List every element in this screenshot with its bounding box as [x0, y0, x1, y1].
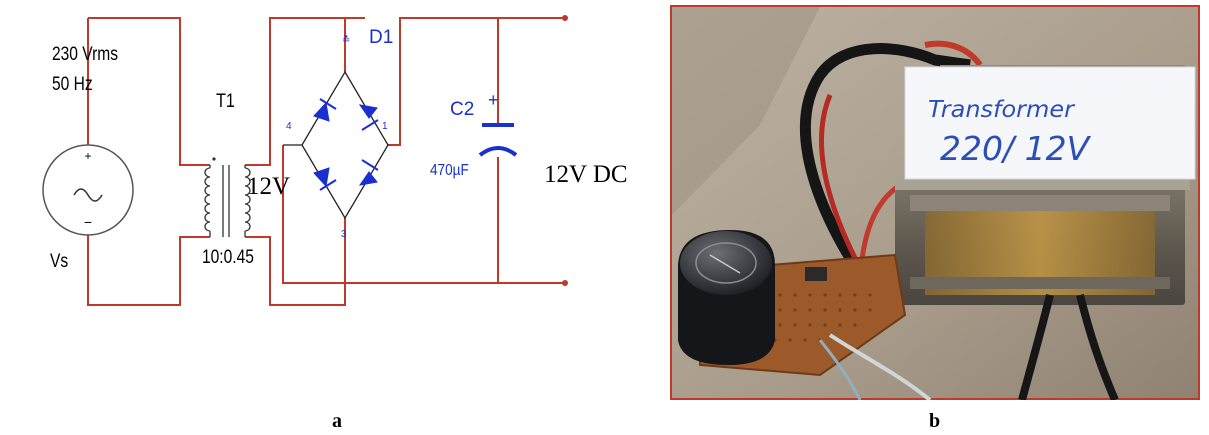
capacitor-c2 [478, 123, 518, 157]
diode-upper-right [358, 104, 379, 131]
primary-coil [204, 167, 211, 232]
bridge-pin-bottom: 3 [341, 229, 347, 240]
rectifier-name-label: D1 [369, 27, 393, 48]
wire-secondary-top [245, 17, 365, 166]
black-lead-1 [1018, 294, 1054, 400]
transformer-body [895, 65, 1190, 305]
source-minus-sign: − [84, 214, 92, 230]
label-line-2: 220/ 12V [940, 129, 1092, 168]
wire-positive-rail [388, 17, 565, 146]
bridge-outline [301, 70, 389, 220]
diode-lower-left [313, 167, 337, 191]
caption-b: b [929, 410, 941, 432]
label-line-1: Transformer [928, 96, 1075, 123]
electrolytic-capacitor [678, 230, 775, 365]
terminal-top [562, 15, 568, 21]
wire-negative-rail [282, 145, 565, 284]
capacitor-plus-sign: + [488, 90, 499, 110]
secondary-voltage-label: 12V [247, 173, 290, 200]
capacitor-name-label: C2 [450, 99, 474, 120]
bridge-pin-left: 4 [286, 121, 292, 132]
schematic-wires [87, 17, 565, 306]
wire-bridge-top [344, 17, 365, 72]
terminal-bottom [562, 280, 568, 286]
circuit-photo: Transformer 220/ 12V [670, 5, 1200, 400]
diode-upper-left [313, 98, 337, 122]
transformer-ratio-label: 10:0.45 [202, 246, 254, 268]
sine-icon [73, 188, 103, 202]
grey-wire [828, 333, 932, 400]
secondary-coil [244, 167, 251, 232]
transformer-t1 [204, 165, 251, 237]
source-name-label: Vs [50, 250, 68, 272]
transformer-label-sticker: Transformer 220/ 12V [904, 66, 1196, 180]
black-lead-2 [1076, 294, 1119, 400]
diode-lower-right [358, 159, 379, 186]
rectifier-schematic: + − [42, 15, 628, 306]
output-voltage-label: 12V DC [544, 161, 628, 188]
source-voltage-label: 230 Vrms [52, 43, 118, 65]
caption-a: a [332, 410, 342, 432]
wire-source-top [88, 17, 210, 166]
bridge-pin-top: ≛ [342, 34, 350, 46]
black-cable [799, 43, 971, 299]
wire-source-bottom [87, 235, 210, 306]
capacitor-value-label: 470µF [430, 162, 469, 179]
transformer-name-label: T1 [216, 90, 235, 112]
wire-secondary-bottom [245, 218, 346, 306]
primary-dot [212, 157, 216, 161]
source-frequency-label: 50 Hz [52, 73, 93, 95]
bridge-pin-right: 1 [382, 121, 388, 132]
bridge-diodes [313, 98, 379, 191]
source-plus-sign: + [84, 149, 91, 163]
ac-source: + − [42, 144, 134, 236]
